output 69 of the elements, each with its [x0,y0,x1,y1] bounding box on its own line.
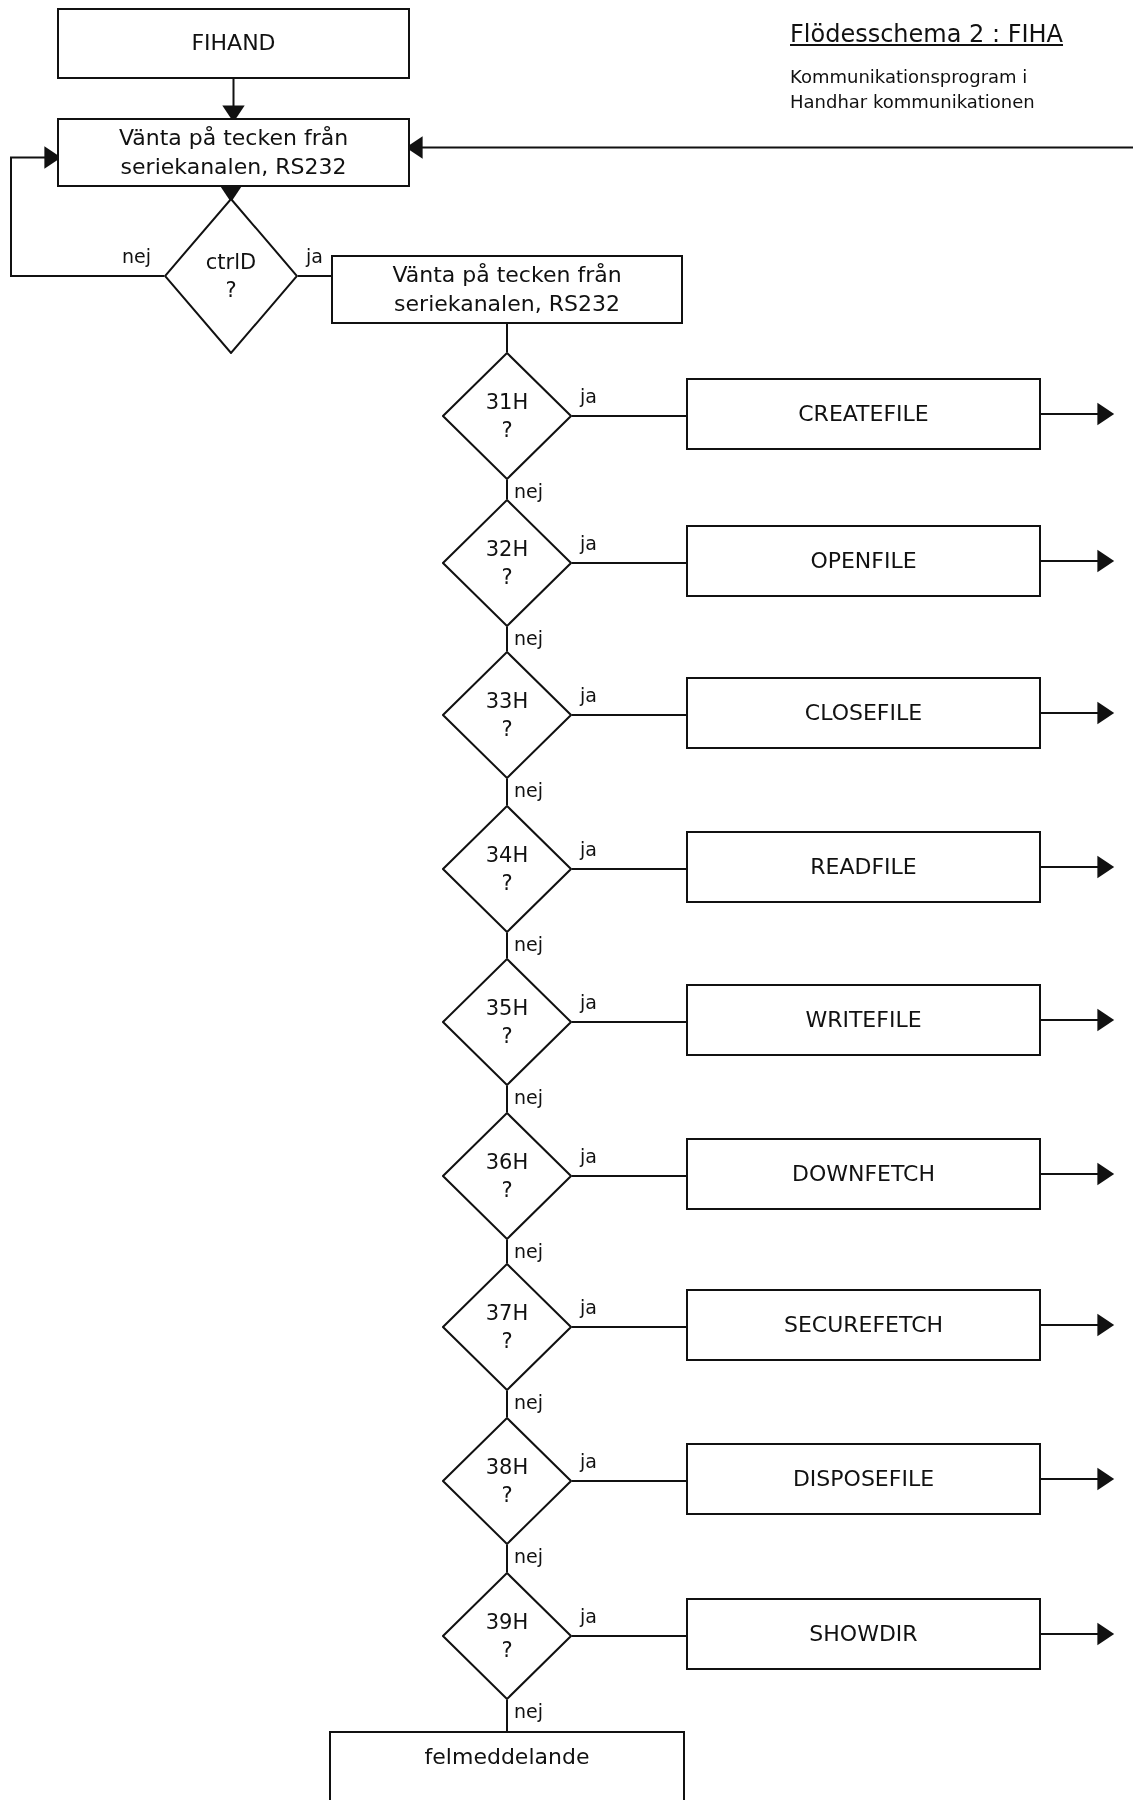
condition-label: 33H ? [484,687,530,743]
condition-label: 38H ? [484,1453,530,1509]
edge-label: nej [512,628,545,649]
connector-arrow [1040,402,1115,426]
connector-arrow [1040,1622,1115,1646]
edge-label: nej [512,934,545,955]
process-label: felmeddelande [424,1743,590,1771]
process-box [57,118,410,187]
edge-label: ja [578,533,599,554]
process-label: OPENFILE [810,546,917,575]
process-box [686,378,1041,450]
connector-arrow [1040,1162,1115,1186]
connector-arrow [1040,701,1115,725]
edge-label: ja [578,1606,599,1627]
edge-label: ja [578,992,599,1013]
process-label: FIHAND [191,29,276,58]
condition-label: 35H ? [484,994,530,1050]
process-box [686,831,1041,903]
process-label: Vänta på tecken från seriekanalen, RS232 [391,260,623,318]
process-label: SECUREFETCH [783,1310,944,1339]
process-box [686,1138,1041,1210]
edge-label: nej [512,1546,545,1567]
process-label: Vänta på tecken från seriekanalen, RS232 [117,123,350,181]
condition-label: 31H ? [484,388,530,444]
process-box [57,8,410,79]
connector-arrow [10,146,165,277]
edge-label: nej [512,780,545,801]
edge-label: nej [512,1392,545,1413]
condition-label: 36H ? [484,1148,530,1204]
connector-arrow [1040,1313,1115,1337]
edge-label: nej [512,1087,545,1108]
condition-label: 37H ? [484,1299,530,1355]
edge-label: ja [578,1451,599,1472]
edge-label: ja [578,1297,599,1318]
edge-label: nej [512,1701,545,1722]
process-label: DOWNFETCH [791,1159,936,1188]
edge-label: nej [512,1241,545,1262]
edge-label: ja [578,1146,599,1167]
process-label: DISPOSEFILE [792,1464,935,1493]
process-label: CLOSEFILE [804,698,923,727]
process-label: SHOWDIR [809,1619,918,1648]
connector-arrow [1040,1008,1115,1032]
condition-label: ctrlD ? [205,248,257,304]
process-label: WRITEFILE [805,1005,922,1034]
process-label: CREATEFILE [798,399,929,428]
process-box [686,1289,1041,1361]
process-box [686,984,1041,1056]
edge-label: nej [512,481,545,502]
process-label: READFILE [810,852,917,881]
connector-arrow [1040,549,1115,573]
process-box [329,1731,685,1800]
description-text: Kommunikationsprogram i [790,66,1028,87]
edge-label: nej [120,246,153,267]
process-box [686,677,1041,749]
connector-arrow [1040,855,1115,879]
condition-label: 32H ? [484,535,530,591]
process-box [686,525,1041,597]
edge-label: ja [304,246,325,267]
condition-label: 34H ? [484,841,530,897]
edge-label: ja [578,685,599,706]
process-box [686,1443,1041,1515]
description-text: Handhar kommunikationen [790,91,1035,112]
edge-label: ja [578,839,599,860]
process-box [686,1598,1041,1670]
edge-label: ja [578,386,599,407]
connector-arrow [1040,1467,1115,1491]
process-box [331,255,683,324]
condition-label: 39H ? [484,1608,530,1664]
diagram-title: Flödesschema 2 : FIHA [790,20,1063,48]
